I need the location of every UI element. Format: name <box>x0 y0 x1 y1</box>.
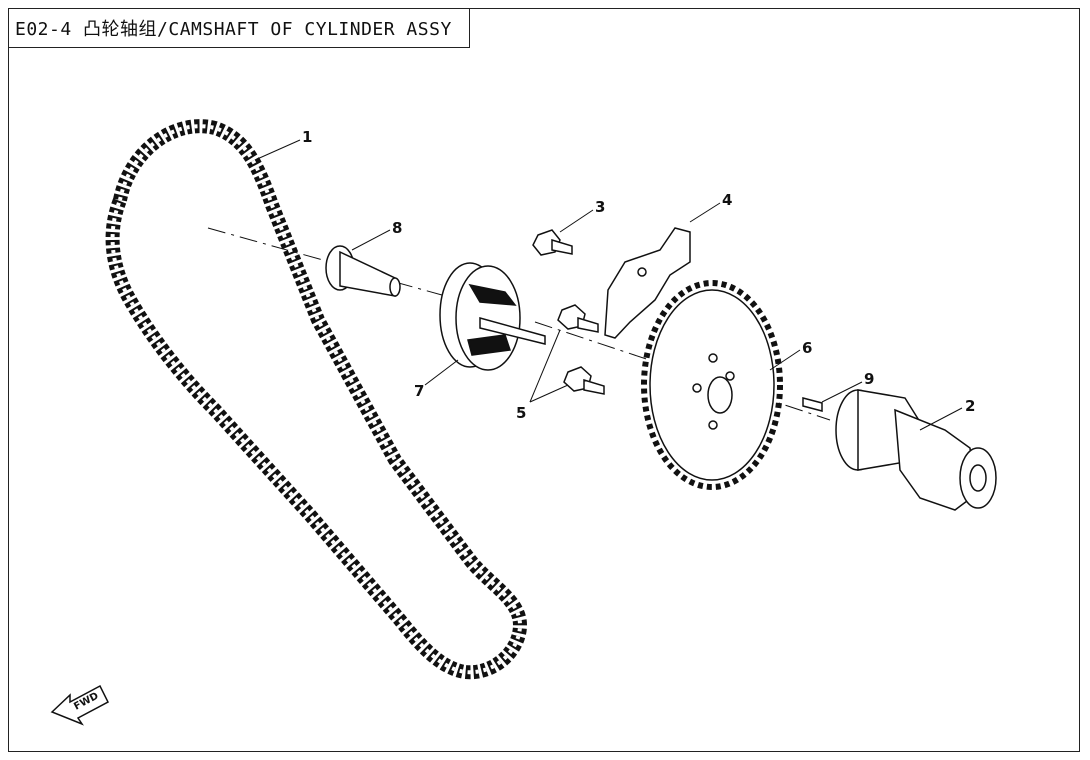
callout-2: 2 <box>965 397 975 415</box>
callout-3: 3 <box>595 198 605 216</box>
callout-1: 1 <box>302 128 312 146</box>
dowel-pin <box>802 397 823 412</box>
pin-bolt <box>325 245 401 297</box>
callout-5: 5 <box>516 404 526 422</box>
plate <box>604 227 691 339</box>
leader-lines <box>254 139 963 431</box>
callout-9: 9 <box>864 370 874 388</box>
page-title: E02-4 凸轮轴组/CAMSHAFT OF CYLINDER ASSY <box>15 19 452 40</box>
decompressor <box>439 262 546 371</box>
drawing-frame <box>8 8 1080 752</box>
callout-8: 8 <box>392 219 402 237</box>
callout-6: 6 <box>802 339 812 357</box>
callout-7: 7 <box>414 382 424 400</box>
timing-chain <box>105 119 528 680</box>
sprocket <box>641 280 783 490</box>
bolts <box>557 304 605 395</box>
bolt <box>532 229 573 256</box>
title-box: E02-4 凸轮轴组/CAMSHAFT OF CYLINDER ASSY <box>8 8 470 48</box>
camshaft <box>835 389 997 511</box>
axis-line <box>207 227 831 421</box>
fwd-arrow-icon: FWD <box>50 684 109 726</box>
callout-4: 4 <box>722 191 732 209</box>
